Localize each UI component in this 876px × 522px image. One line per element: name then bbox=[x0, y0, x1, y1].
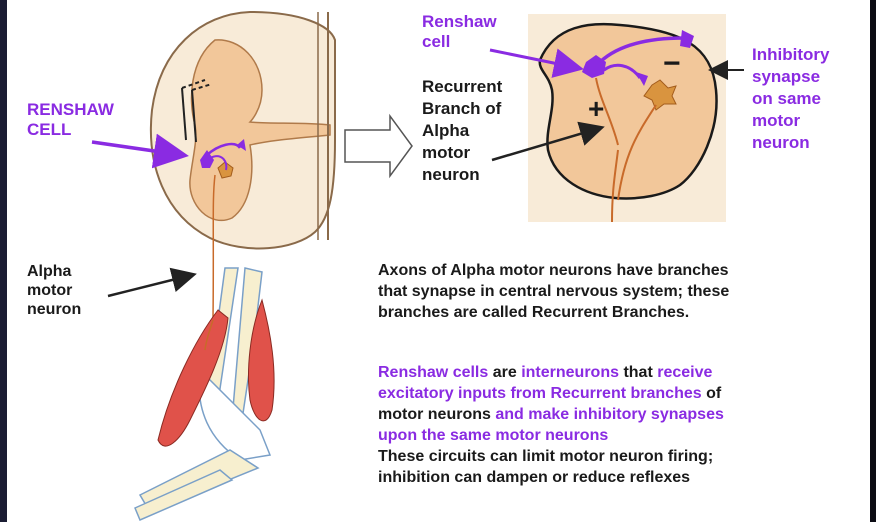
recurrent-line4: motor bbox=[422, 142, 502, 164]
p2-line3: motor neurons and make inhibitory synaps… bbox=[378, 404, 724, 425]
p2-line6: inhibition can dampen or reduce reflexes bbox=[378, 467, 724, 488]
zoom-panel bbox=[528, 14, 726, 222]
p2-l1e: receive bbox=[657, 364, 712, 381]
alpha-arrow bbox=[108, 275, 192, 296]
p2-line4: upon the same motor neurons bbox=[378, 425, 724, 446]
recurrent-line1: Recurrent bbox=[422, 76, 502, 98]
p2-line1: Renshaw cells are interneurons that rece… bbox=[378, 362, 724, 383]
p2-l3b: and make inhibitory synapses bbox=[495, 406, 724, 423]
alpha-line3: neuron bbox=[27, 300, 81, 319]
recurrent-line2: Branch of bbox=[422, 98, 502, 120]
alpha-line1: Alpha bbox=[27, 262, 81, 281]
recurrent-line5: neuron bbox=[422, 164, 502, 186]
renshaw-zoom-line1: Renshaw bbox=[422, 12, 497, 32]
p2-l1b: are bbox=[488, 364, 521, 381]
p2-l1c: interneurons bbox=[521, 364, 619, 381]
hollow-arrow-icon bbox=[345, 116, 412, 176]
inhibitory-line2: synapse bbox=[752, 66, 829, 88]
p1-line3: branches are called Recurrent Branches. bbox=[378, 302, 729, 323]
inhibitory-line4: motor bbox=[752, 110, 829, 132]
p2-l1d: that bbox=[619, 364, 657, 381]
paragraph-renshaw-function: Renshaw cells are interneurons that rece… bbox=[378, 362, 724, 488]
alpha-motor-neuron-label: Alpha motor neuron bbox=[27, 262, 81, 320]
renshaw-cell-zoom-label: Renshaw cell bbox=[422, 12, 497, 53]
inhibitory-line1: Inhibitory bbox=[752, 44, 829, 66]
p2-l3a: motor neurons bbox=[378, 406, 495, 423]
inhibitory-synapse-label: Inhibitory synapse on same motor neuron bbox=[752, 44, 829, 154]
recurrent-branch-label: Recurrent Branch of Alpha motor neuron bbox=[422, 76, 502, 186]
arm-illustration bbox=[135, 268, 274, 520]
spinal-cord-section bbox=[151, 12, 335, 320]
alpha-line2: motor bbox=[27, 281, 81, 300]
minus-sign: − bbox=[663, 46, 681, 82]
p2-line5: These circuits can limit motor neuron fi… bbox=[378, 446, 724, 467]
recurrent-line3: Alpha bbox=[422, 120, 502, 142]
renshaw-cell-left-label: RENSHAW CELL bbox=[27, 100, 114, 141]
p2-l1a: Renshaw cells bbox=[378, 364, 488, 381]
renshaw-left-line2: CELL bbox=[27, 120, 114, 140]
plus-sign: + bbox=[588, 92, 604, 126]
paragraph-recurrent-branches: Axons of Alpha motor neurons have branch… bbox=[378, 260, 729, 323]
renshaw-zoom-line2: cell bbox=[422, 32, 497, 52]
p2-l2a: excitatory inputs from Recurrent branche… bbox=[378, 385, 702, 402]
renshaw-left-line1: RENSHAW bbox=[27, 100, 114, 120]
p2-l2b: of bbox=[702, 385, 722, 402]
inhibitory-line5: neuron bbox=[752, 132, 829, 154]
p1-line2: that synapse in central nervous system; … bbox=[378, 281, 729, 302]
p1-line1: Axons of Alpha motor neurons have branch… bbox=[378, 260, 729, 281]
p2-line2: excitatory inputs from Recurrent branche… bbox=[378, 383, 724, 404]
inhibitory-line3: on same bbox=[752, 88, 829, 110]
